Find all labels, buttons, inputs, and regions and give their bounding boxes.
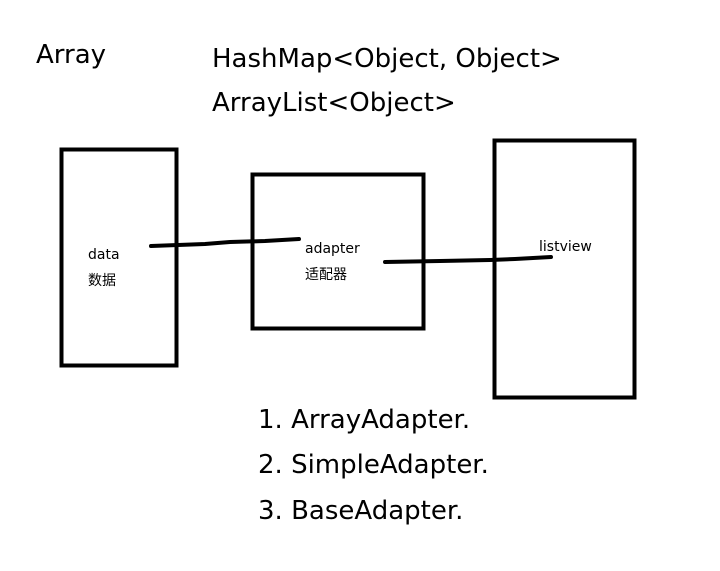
adapter-node-label: adapter xyxy=(305,241,360,257)
adapter-listview-connector xyxy=(383,255,553,264)
arraylist-label: ArrayList<Object> xyxy=(212,88,456,118)
adapter-type-item: 2. SimpleAdapter. xyxy=(258,450,489,480)
data-node-label-cn: 数据 xyxy=(88,273,116,289)
listview-box xyxy=(492,138,637,400)
hashmap-label: HashMap<Object, Object> xyxy=(212,44,562,74)
listview-node-label: listview xyxy=(539,239,592,255)
array-label: Array xyxy=(36,40,107,70)
data-adapter-connector xyxy=(149,237,301,248)
data-box xyxy=(59,147,179,368)
adapter-box xyxy=(250,172,426,331)
adapter-type-item: 3. BaseAdapter. xyxy=(258,496,464,526)
adapter-node-label-cn: 适配器 xyxy=(305,267,347,283)
data-node-label: data xyxy=(88,247,120,263)
adapter-type-item: 1. ArrayAdapter. xyxy=(258,405,471,435)
